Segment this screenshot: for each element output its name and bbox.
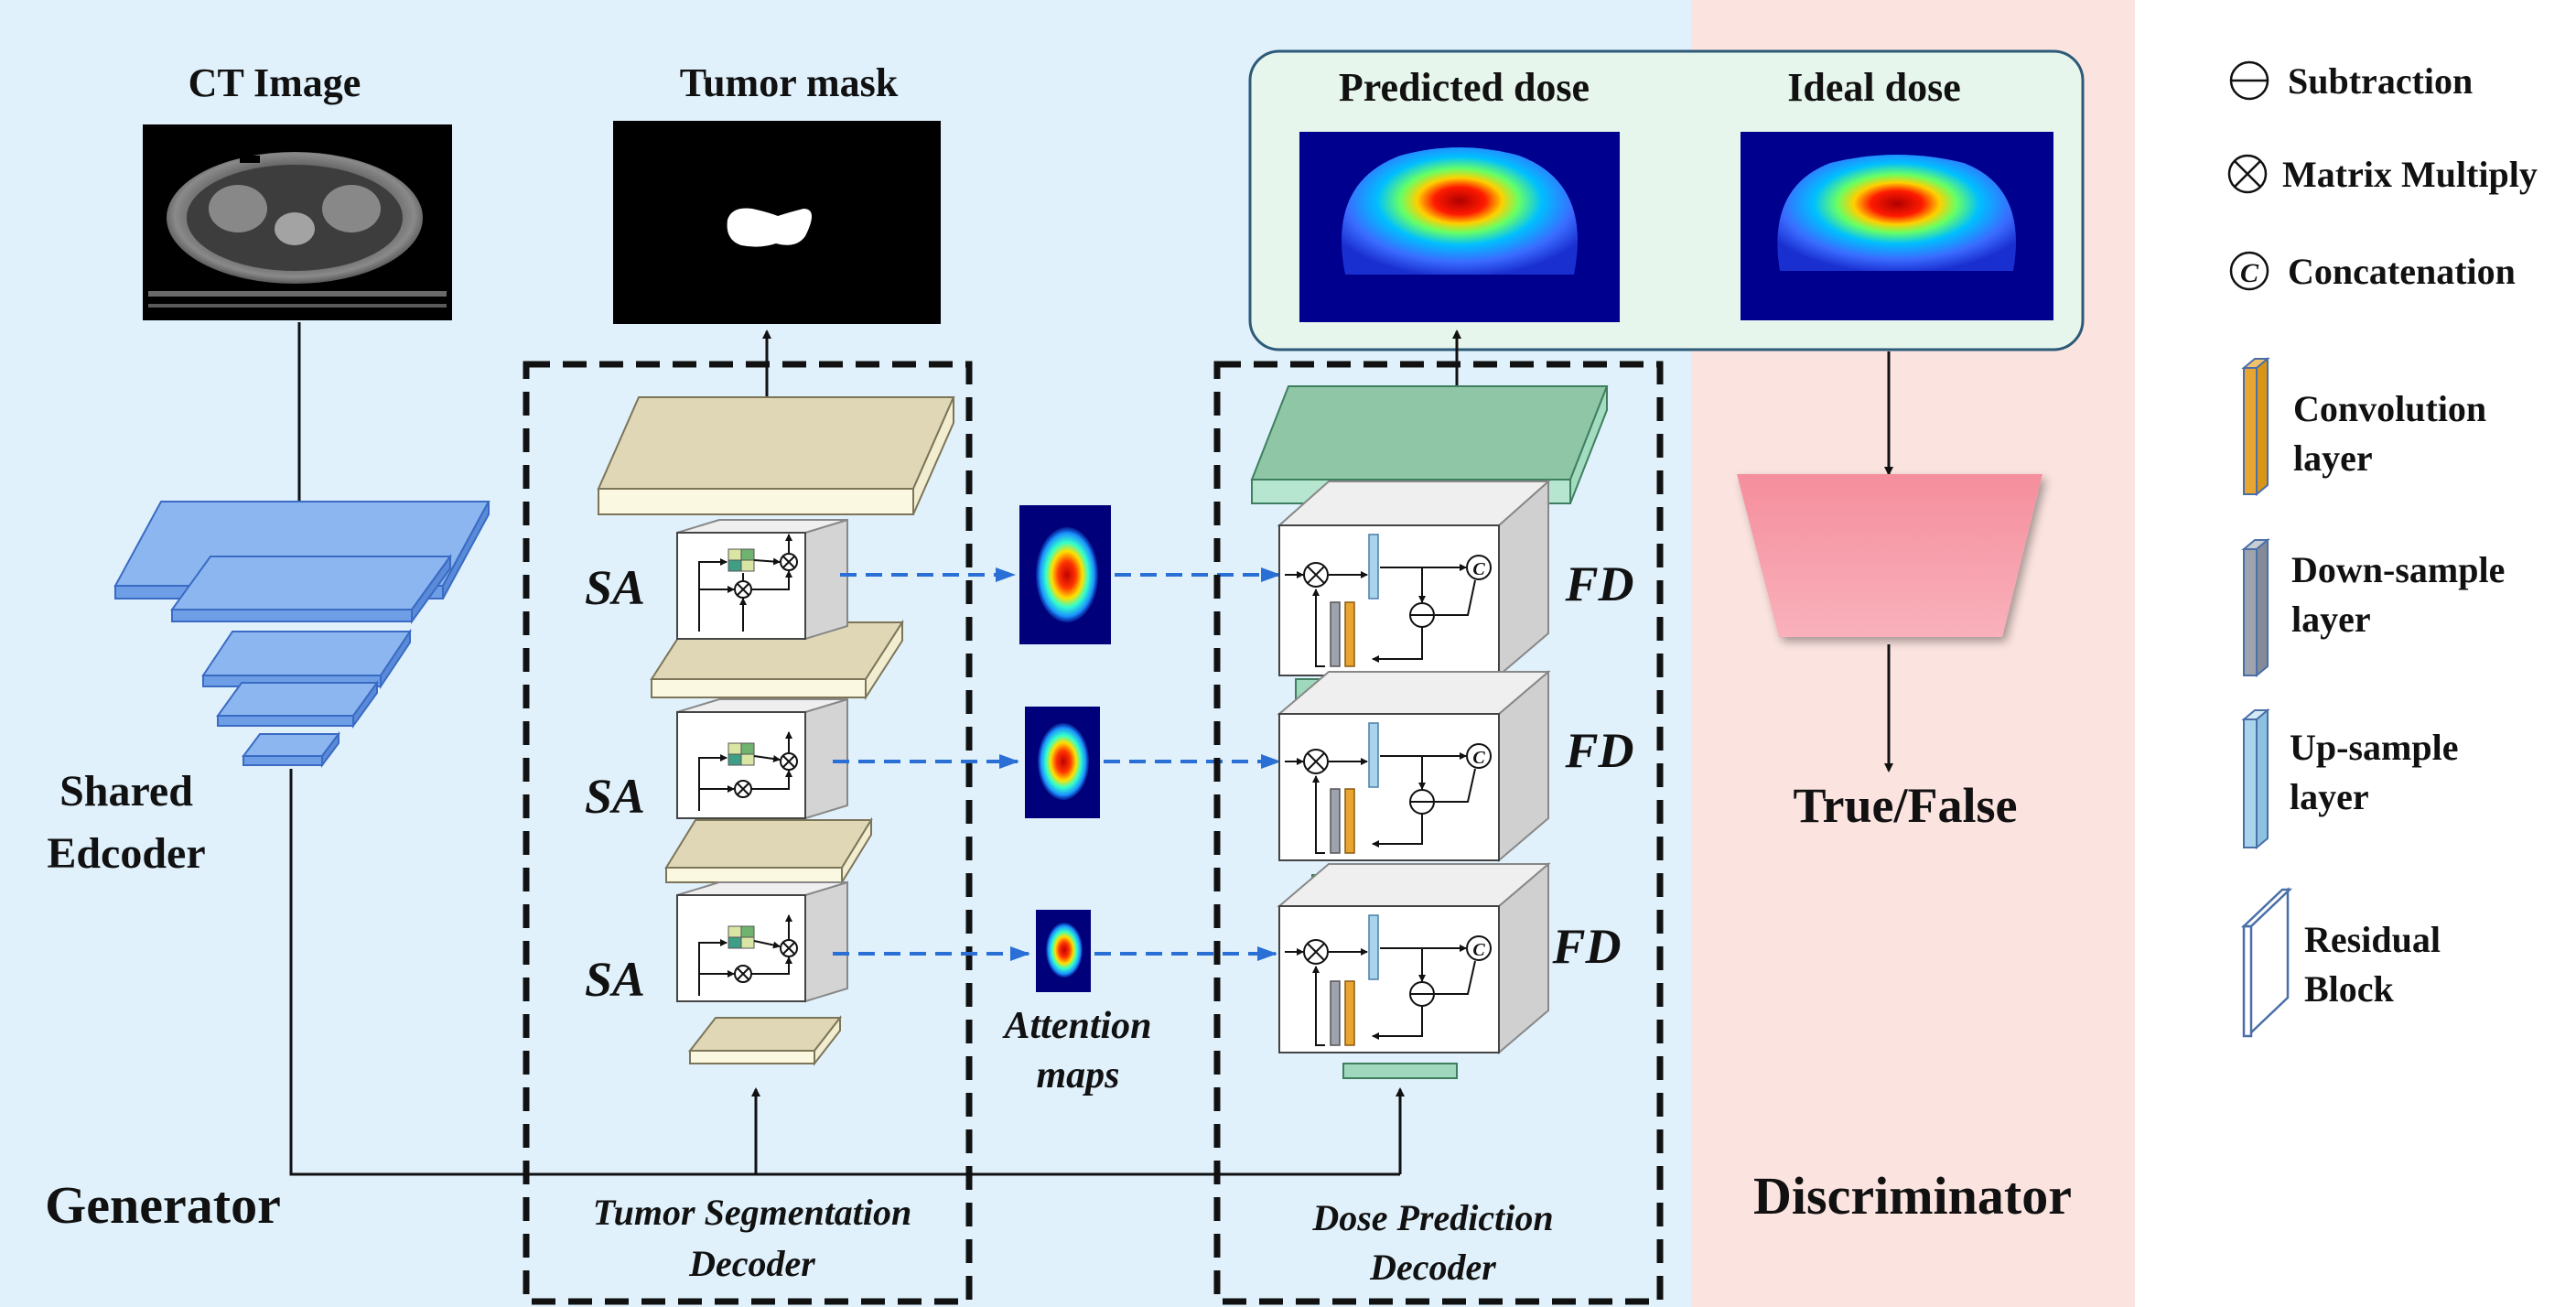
legend-conv-line2: layer — [2293, 437, 2373, 479]
legend-res-line2: Block — [2304, 968, 2395, 1010]
svg-text:C: C — [1472, 748, 1485, 768]
tumor-mask-image — [613, 121, 941, 324]
legend: Subtraction Matrix Multiply C Concatenat… — [2227, 60, 2538, 1038]
ct-image — [143, 124, 452, 320]
sa-label-3: SA — [585, 952, 645, 1007]
dose-decoder-dashed-box — [1213, 361, 1664, 1305]
shared-encoder — [113, 501, 490, 768]
generator-label: Generator — [45, 1175, 281, 1235]
fd-label-2: FD — [1564, 723, 1633, 778]
attention-flow-arrows — [833, 567, 1281, 961]
ideal-dose-label: Ideal dose — [1787, 65, 1960, 110]
legend-down-line1: Down-sample — [2291, 549, 2505, 590]
fd-label-1: FD — [1564, 556, 1633, 611]
tumor-decoder-dashed-box — [523, 361, 973, 1305]
discriminator-label: Discriminator — [1753, 1166, 2072, 1226]
predicted-dose-label: Predicted dose — [1339, 65, 1590, 110]
concatenation-icon — [2229, 251, 2269, 291]
residual-block-icon — [2240, 887, 2293, 1038]
legend-down-line2: layer — [2291, 599, 2371, 640]
tumor-mask-label: Tumor mask — [680, 60, 899, 105]
convolution-layer-icon — [2241, 356, 2270, 497]
sa-module-1 — [676, 518, 848, 641]
svg-text:C: C — [1472, 559, 1485, 579]
encoder-label-line2: Edcoder — [47, 829, 205, 878]
fd-label-3: FD — [1551, 919, 1621, 974]
attention-map-3 — [1036, 910, 1091, 992]
sa-label-1: SA — [585, 560, 645, 615]
legend-concatenation: Concatenation — [2288, 251, 2516, 292]
attention-label-line2: maps — [1036, 1054, 1119, 1096]
legend-matrix-multiply: Matrix Multiply — [2282, 154, 2538, 195]
tumor-decoder-label-line1: Tumor Segmentation — [593, 1192, 912, 1233]
legend-conv-line1: Convolution — [2293, 388, 2486, 429]
attention-label-line1: Attention — [1001, 1005, 1151, 1047]
down-sample-layer-icon — [2241, 537, 2270, 678]
fd-module-3: C — [1277, 861, 1551, 1055]
sa-module-2 — [676, 697, 848, 820]
legend-subtraction: Subtraction — [2288, 60, 2473, 102]
legend-up-line2: layer — [2290, 776, 2369, 817]
true-false-label: True/False — [1794, 778, 2018, 833]
ct-image-label: CT Image — [189, 60, 361, 105]
attention-map-1 — [1019, 505, 1111, 644]
dose-decoder-label-line2: Decoder — [1369, 1247, 1496, 1288]
svg-text:C: C — [1472, 940, 1485, 960]
encoder-label-line1: Shared — [59, 767, 193, 816]
predicted-dose-image — [1299, 132, 1620, 322]
tumor-decoder-label-line2: Decoder — [688, 1243, 815, 1284]
ideal-dose-image — [1741, 132, 2053, 320]
fd-module-1: C — [1277, 479, 1551, 678]
legend-res-line1: Residual — [2304, 919, 2441, 960]
dose-decoder-label-line1: Dose Prediction — [1311, 1197, 1553, 1238]
legend-up-line1: Up-sample — [2290, 727, 2458, 768]
sa-module-3 — [676, 880, 848, 1003]
fd-module-2: C — [1277, 669, 1551, 863]
sa-label-2: SA — [585, 769, 645, 824]
tumor-decoder-plates — [597, 396, 955, 1066]
up-sample-layer-icon — [2241, 708, 2270, 850]
attention-map-2 — [1025, 707, 1100, 818]
legend-panel — [2135, 0, 2576, 1307]
discriminator-network — [1737, 474, 2042, 637]
skip-connection-line — [289, 769, 1400, 1176]
svg-text:C: C — [2240, 258, 2259, 288]
